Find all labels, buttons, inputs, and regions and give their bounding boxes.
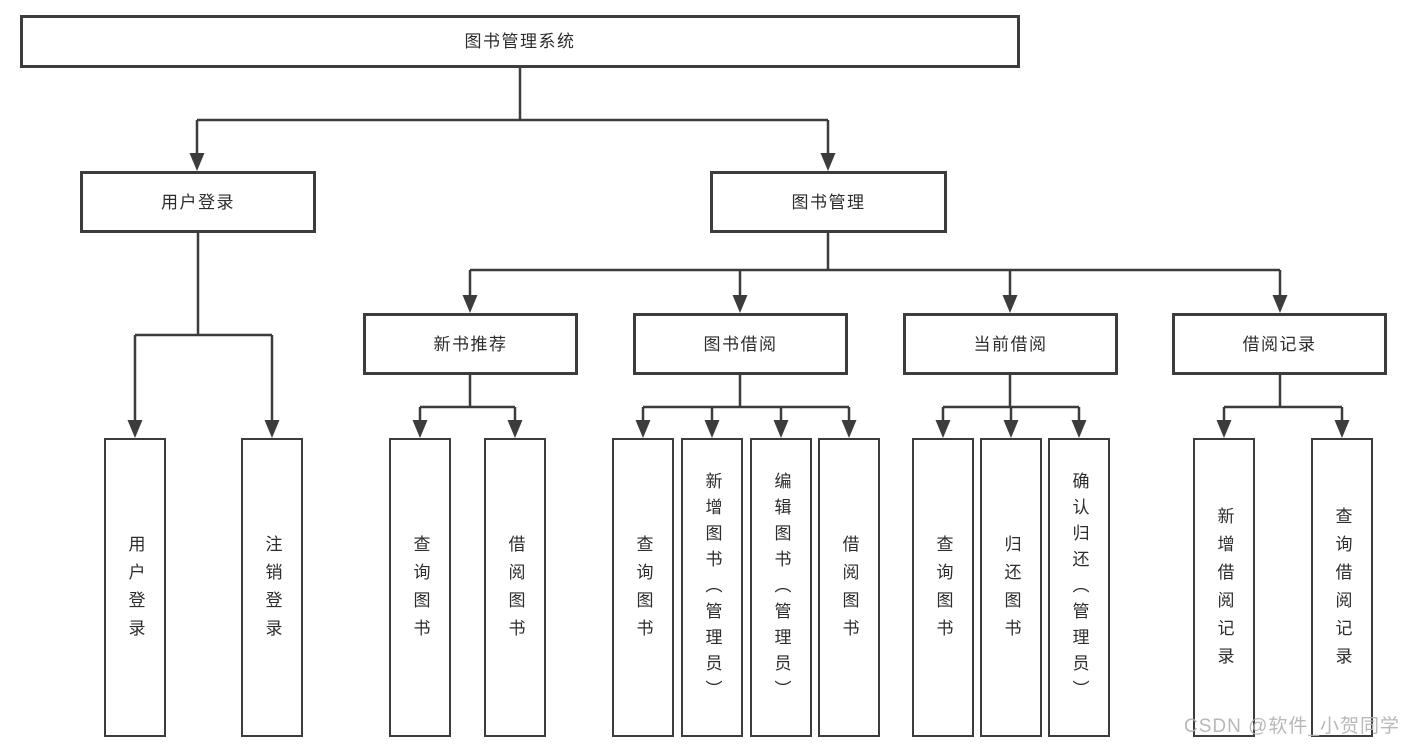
csdn-watermark: CSDN @软件_小贺同学 [1184,716,1400,737]
node-leaf-add-borrow-record: 新增借阅记录 [1193,438,1255,737]
node-leaf-edit-books-admin: 编辑图书（管理员） [750,438,812,737]
node-leaf-logout: 注销登录 [241,438,303,737]
node-leaf-query-books-current: 查询图书 [912,438,974,737]
node-current-borrowing: 当前借阅 [903,313,1118,375]
node-leaf-borrow-books-recommend: 借阅图书 [484,438,546,737]
connector-current-children [941,375,1081,422]
node-root-system: 图书管理系统 [20,15,1020,68]
connector-borrowing-children [641,375,851,422]
connector-root-to-level2 [195,68,830,154]
connector-book-mgmt-children [468,233,1282,297]
node-book-borrowing: 图书借阅 [633,313,848,375]
node-borrowing-records: 借阅记录 [1172,313,1387,375]
node-leaf-add-books-admin: 新增图书（管理员） [681,438,743,737]
node-user-login-branch: 用户登录 [80,171,316,233]
node-leaf-confirm-return-admin: 确认归还（管理员） [1048,438,1110,737]
connector-records-children [1222,375,1344,422]
node-book-management-branch: 图书管理 [710,171,947,233]
node-new-book-recommend: 新书推荐 [363,313,578,375]
node-leaf-query-borrow-record: 查询借阅记录 [1311,438,1373,737]
node-leaf-return-books: 归还图书 [980,438,1042,737]
node-leaf-query-books-borrowing: 查询图书 [612,438,674,737]
node-leaf-borrow-books: 借阅图书 [818,438,880,737]
node-leaf-user-login: 用户登录 [104,438,166,737]
node-leaf-query-books-recommend: 查询图书 [389,438,451,737]
connector-user-login-children [133,233,274,421]
connector-recommend-children [418,375,517,422]
